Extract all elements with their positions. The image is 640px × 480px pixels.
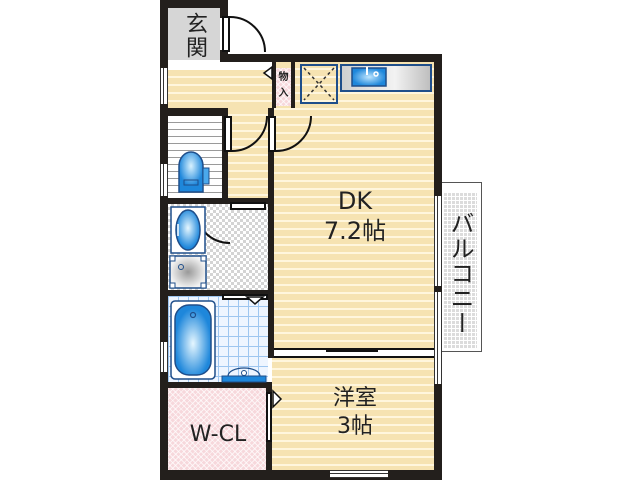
entrance-label: 玄関 (182, 12, 207, 60)
storage-closet (276, 68, 291, 106)
dk-door[interactable] (268, 116, 276, 152)
wall-entrance-right (220, 0, 228, 18)
wall-bottom (160, 470, 442, 480)
balcony-floor (443, 192, 477, 348)
western-room-label: 洋室 (332, 386, 377, 411)
hallway-floor (168, 70, 272, 108)
storage-hinge-icon (262, 65, 273, 81)
dk-size-label: 7.2帖 (323, 217, 387, 245)
washing-machine-pan-icon (169, 255, 207, 289)
walk-in-closet (168, 388, 268, 470)
bathtub-icon (170, 300, 216, 380)
washroom-door[interactable] (230, 202, 266, 210)
balcony-label: バルコニー (446, 210, 474, 336)
wall-toilet-right (222, 108, 228, 204)
dk-label: DK (337, 187, 373, 215)
entrance-area (168, 8, 220, 60)
wall-left (160, 60, 168, 480)
storage-label-2: 入 (278, 88, 289, 99)
sliding-door-dk-western[interactable] (274, 348, 434, 358)
wall-dk-left (268, 108, 274, 358)
wall-hall-bottom (160, 108, 224, 116)
refrigerator-space-icon (300, 64, 338, 104)
window-dk-balcony[interactable] (434, 196, 442, 286)
dk-floor (272, 62, 434, 350)
toilet-door[interactable] (224, 116, 232, 152)
bathroom-door[interactable] (222, 294, 268, 300)
walk-in-closet-label: W-CL (189, 422, 247, 447)
wcl-door-hinge-icon (272, 389, 283, 409)
wall-wash-bottom (160, 290, 272, 296)
window-dk-balcony-lower[interactable] (434, 292, 442, 362)
western-room-floor (272, 354, 434, 470)
bathroom-door-hinge-icon (245, 296, 265, 305)
wall-entrance-left (160, 0, 168, 70)
entrance-door[interactable] (222, 16, 230, 52)
storage-label-1: 物 (278, 72, 289, 83)
window-western-bottom[interactable] (330, 470, 388, 478)
wall-storage-left (272, 62, 276, 108)
shower-icon (221, 367, 267, 383)
kitchen-sink-icon (340, 64, 432, 92)
wall-toilet-bottom (160, 198, 272, 204)
window-toilet-left[interactable] (160, 164, 168, 196)
toilet-icon (178, 151, 210, 193)
wcl-door[interactable] (266, 392, 272, 442)
washbasin-icon (170, 206, 206, 254)
wall-bath-bottom (160, 382, 272, 388)
western-room-size-label: 3帖 (337, 414, 373, 439)
window-bath-left[interactable] (160, 342, 168, 372)
wall-top-main (220, 54, 442, 62)
wall-storage-right (291, 62, 295, 108)
window-western-right[interactable] (434, 358, 442, 384)
wall-entrance-top (160, 0, 228, 8)
window-hall-left[interactable] (160, 68, 168, 104)
sliding-door-panel (326, 350, 378, 352)
